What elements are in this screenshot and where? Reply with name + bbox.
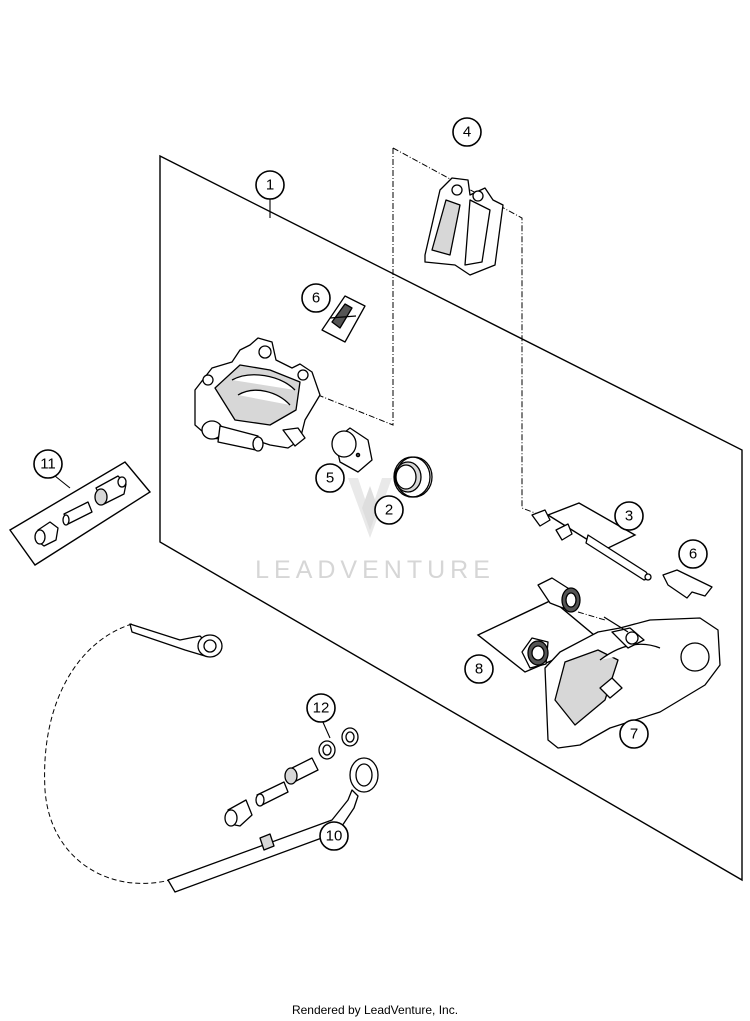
svg-text:12: 12 (313, 700, 330, 717)
callout-10[interactable]: 10 (319, 821, 349, 851)
callout-6-top[interactable]: 6 (301, 283, 331, 313)
sealing-washers (318, 727, 359, 760)
brake-pads (424, 177, 504, 276)
guide-line (577, 611, 606, 621)
pad-spring (321, 295, 366, 343)
callout-1[interactable]: 1 (255, 170, 285, 200)
leader (54, 475, 71, 489)
fitting-kit-frame (8, 461, 152, 566)
retaining-clip (662, 569, 713, 599)
svg-text:4: 4 (463, 124, 471, 141)
callout-6-right[interactable]: 6 (678, 539, 708, 569)
callout-2[interactable]: 2 (374, 495, 404, 525)
piston-seals (393, 456, 433, 498)
caliper-body (194, 337, 321, 452)
pin-kit-frame (546, 502, 637, 551)
svg-text:11: 11 (40, 456, 56, 473)
callout-8[interactable]: 8 (464, 654, 494, 684)
callout-5[interactable]: 5 (315, 463, 345, 493)
caliper-bracket (544, 616, 721, 749)
leader (321, 719, 331, 739)
brake-line-path (44, 623, 171, 884)
bleeder-fittings (34, 475, 127, 547)
svg-text:6: 6 (689, 546, 697, 563)
svg-text:10: 10 (326, 828, 343, 845)
svg-text:1: 1 (266, 177, 274, 194)
guide-line (392, 147, 549, 519)
caliper-pins (531, 509, 652, 581)
callout-3[interactable]: 3 (614, 501, 644, 531)
assembly-frame (159, 154, 743, 882)
guide-bushings (521, 577, 581, 669)
svg-text:6: 6 (312, 290, 320, 307)
watermark-text: LEADVENTURE (255, 556, 495, 584)
svg-text:2: 2 (385, 502, 393, 519)
svg-text:3: 3 (625, 508, 633, 525)
watermark-logo (348, 478, 392, 538)
svg-text:8: 8 (475, 661, 483, 678)
brake-line-assembly (129, 623, 379, 893)
svg-text:5: 5 (326, 470, 334, 487)
callout-11[interactable]: 11 (33, 449, 63, 479)
footer-credit: Rendered by LeadVenture, Inc. (291, 1003, 459, 1017)
svg-text:7: 7 (630, 726, 638, 743)
callout-12[interactable]: 12 (306, 693, 336, 723)
guide-line (317, 148, 394, 426)
callout-4[interactable]: 4 (452, 117, 482, 147)
callout-7[interactable]: 7 (619, 719, 649, 749)
piston (331, 427, 373, 473)
